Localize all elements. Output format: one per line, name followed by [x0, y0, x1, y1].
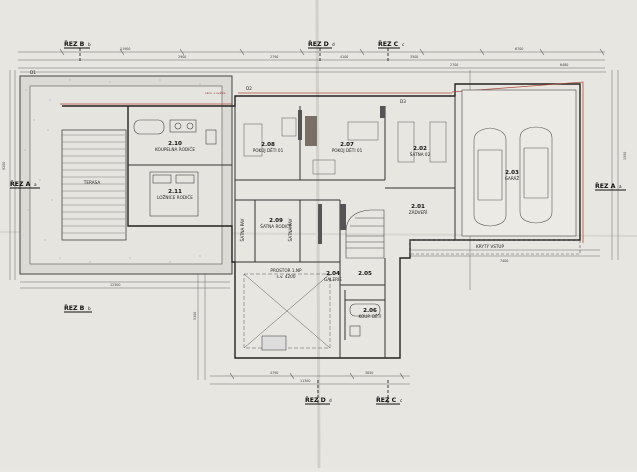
room-name-2-04: GALERIE	[324, 277, 342, 282]
wardrobe-label-1: ŠATNA PAV	[240, 218, 245, 241]
void-sublabel: s.v. 4200	[277, 274, 296, 279]
dimension-text: 4790	[270, 371, 278, 375]
section-marker-a-right: ŘEZ A a	[595, 181, 626, 191]
svg-text:d: d	[329, 398, 332, 403]
room-name-2-10: KOUPELNA RODIČE	[155, 147, 195, 152]
room-name-2-03: GARÁŽ	[505, 176, 520, 181]
section-marker-d-bottom: ŘEZ D d	[305, 380, 332, 405]
terrace-label: TERASA	[83, 180, 101, 185]
dimension-text: 3850	[365, 371, 373, 375]
void-area	[243, 273, 331, 351]
room-number-2-04: 2.04	[326, 271, 340, 277]
room-number-2-02: 2.02	[413, 146, 427, 152]
bed	[149, 171, 199, 217]
room-number-2-09: 2.09	[269, 218, 283, 224]
exterior-walls	[62, 83, 581, 359]
svg-text:ŘEZ C: ŘEZ C	[378, 39, 399, 48]
section-marker-b-top: ŘEZ B b	[64, 39, 91, 62]
dimension-text: 3500	[410, 55, 418, 59]
interior-walls	[128, 96, 456, 358]
room-number-2-05: 2.05	[358, 271, 372, 277]
wall-fills	[298, 106, 385, 244]
svg-text:ŘEZ B: ŘEZ B	[64, 39, 85, 48]
dimension-text: 4100	[340, 55, 348, 59]
wardrobe-label-2: ŠATNA PAV	[288, 218, 293, 241]
svg-text:b: b	[88, 306, 91, 311]
dimension-ticks	[59, 48, 605, 380]
section-marker-b-bottom: ŘEZ B b	[64, 303, 92, 313]
svg-text:ŘEZ D: ŘEZ D	[308, 39, 329, 48]
insulation-line	[60, 81, 584, 243]
dimension-text: 2900	[178, 55, 186, 59]
dimension-text: 9200	[2, 162, 6, 170]
room-furniture	[243, 117, 447, 175]
terrace-hatch	[62, 134, 125, 234]
svg-text:ŘEZ D: ŘEZ D	[305, 395, 326, 404]
room-number-2-06: 2.06	[363, 308, 377, 314]
covered-entry-label: KRYTÝ VSTUP	[476, 244, 505, 249]
dimension-text: 2700	[450, 63, 458, 67]
svg-text:d: d	[332, 42, 335, 47]
bathroom-fixtures	[133, 119, 217, 145]
svg-text:a: a	[619, 184, 622, 189]
room-number-2-08: 2.08	[261, 142, 275, 148]
staircase	[345, 209, 385, 259]
svg-text:c: c	[402, 42, 405, 47]
kids-bath-fixtures	[349, 303, 381, 337]
dimension-text: 11300	[300, 379, 311, 383]
d3-label: D3	[400, 99, 406, 104]
room-number-2-01: 2.01	[411, 204, 425, 210]
room-name-2-07: POKOJ DĚTI 01	[332, 148, 363, 153]
dimension-text: 6480	[560, 63, 568, 67]
svg-text:b: b	[88, 42, 91, 47]
room-number-2-07: 2.07	[340, 142, 354, 148]
room-name-2-06: KOUP. DĚTI	[358, 314, 381, 319]
svg-text:ŘEZ B: ŘEZ B	[64, 303, 85, 312]
window-note: okno + světlík	[205, 91, 226, 95]
dimension-text: 1500	[623, 152, 627, 160]
svg-text:c: c	[400, 398, 403, 403]
section-marker-c-bottom: ŘEZ C c	[376, 380, 403, 405]
svg-text:ŘEZ A: ŘEZ A	[595, 181, 616, 190]
section-marker-c-top: ŘEZ C c	[378, 39, 405, 62]
room-name-2-08: POKOJ DĚTI 01	[253, 148, 284, 153]
dimension-text: 6700	[515, 47, 523, 51]
room-name-2-02: ŠATNA 02	[410, 152, 431, 157]
room-name-2-11: LOŽNICE RODIČE	[157, 195, 193, 200]
garage-cars	[473, 126, 553, 227]
section-marker-a-left: ŘEZ A a	[10, 179, 40, 189]
room-name-2-09: ŠATNA RODIČE	[260, 224, 292, 229]
dimension-text: 5300	[193, 312, 197, 320]
d1-label: D1	[30, 70, 36, 75]
void-label: PROSTOR 1.NP	[270, 268, 302, 273]
garage-floor	[461, 89, 577, 237]
room-name-2-01: ZÁDVEŘÍ	[409, 210, 428, 215]
room-number-2-11: 2.11	[168, 189, 182, 195]
svg-text:a: a	[34, 182, 37, 187]
terrace-deck	[61, 129, 127, 241]
dimension-text: 7400	[500, 259, 508, 263]
dimension-text: 2790	[270, 55, 278, 59]
dimension-text: 11900	[120, 47, 131, 51]
room-number-2-03: 2.03	[505, 170, 519, 176]
covered-entry	[409, 239, 581, 255]
svg-text:ŘEZ C: ŘEZ C	[376, 395, 397, 404]
section-marker-d-top: ŘEZ D d	[308, 39, 335, 62]
room-number-2-10: 2.10	[168, 141, 182, 147]
dimension-text: 12500	[110, 283, 121, 287]
svg-text:ŘEZ A: ŘEZ A	[10, 179, 31, 188]
gravel-texture	[24, 79, 201, 263]
d2-label: D2	[246, 86, 252, 91]
